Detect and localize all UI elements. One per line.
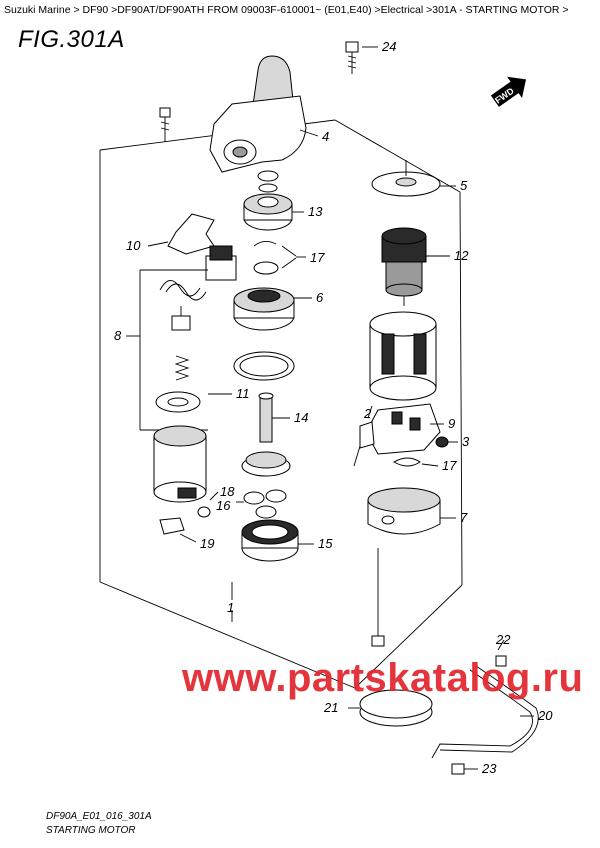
part-2-brush[interactable] bbox=[353, 405, 375, 467]
breadcrumb: Suzuki Marine > DF90 >DF90AT/DF90ATH FRO… bbox=[4, 4, 569, 16]
part-11-gasket[interactable] bbox=[155, 351, 295, 413]
callout-4: 4 bbox=[322, 129, 329, 144]
callout-21: 21 bbox=[323, 700, 338, 715]
callout-5: 5 bbox=[460, 178, 468, 193]
part-20-strap[interactable] bbox=[431, 665, 539, 759]
part-24-bolt[interactable] bbox=[345, 41, 378, 74]
callout-15: 15 bbox=[318, 536, 333, 551]
callout-3: 3 bbox=[462, 434, 470, 449]
figure-title: FIG.301A bbox=[18, 26, 125, 53]
part-17-clips[interactable] bbox=[253, 241, 306, 275]
callout-19: 19 bbox=[200, 536, 214, 551]
part-19-clamp[interactable] bbox=[159, 517, 197, 543]
part-23-bolt[interactable] bbox=[451, 763, 478, 775]
callout-14: 14 bbox=[294, 410, 308, 425]
callout-1: 1 bbox=[227, 600, 234, 615]
callout-10: 10 bbox=[126, 238, 141, 253]
callout-18: 18 bbox=[220, 484, 235, 499]
part-5-plate[interactable] bbox=[371, 160, 456, 197]
part-22-bolt[interactable] bbox=[495, 639, 507, 667]
callout-7: 7 bbox=[460, 510, 468, 525]
part-17-clip-lower[interactable] bbox=[392, 457, 439, 467]
callout-23: 23 bbox=[481, 761, 497, 776]
part-4-bolt[interactable] bbox=[159, 107, 171, 142]
part-9-brush-holder[interactable] bbox=[365, 403, 444, 455]
part-4-housing[interactable] bbox=[209, 55, 319, 173]
callout-16: 16 bbox=[216, 498, 231, 513]
callout-17a: 17 bbox=[310, 250, 325, 265]
yoke-field-frame[interactable] bbox=[369, 311, 437, 401]
diagram-code: DF90A_E01_016_301A bbox=[46, 811, 152, 822]
watermark: www.partskatalog.ru bbox=[182, 656, 584, 700]
part-21-band-ring[interactable] bbox=[348, 689, 433, 727]
diagram-name: STARTING MOTOR bbox=[46, 825, 136, 836]
part-18-seal[interactable] bbox=[197, 491, 219, 518]
part-3-nut[interactable] bbox=[435, 436, 458, 448]
part-14-drive-shaft[interactable] bbox=[241, 392, 291, 477]
callout-20: 20 bbox=[537, 708, 553, 723]
callout-24: 24 bbox=[381, 39, 396, 54]
part-6-gear-housing[interactable] bbox=[233, 287, 312, 331]
callout-9: 9 bbox=[448, 416, 455, 431]
solenoid-body[interactable] bbox=[153, 425, 207, 503]
fwd-arrow-icon: FWD bbox=[490, 76, 527, 107]
part-13-pinion[interactable] bbox=[243, 193, 304, 231]
through-bolt[interactable] bbox=[371, 548, 385, 647]
callout-22: 22 bbox=[495, 632, 511, 647]
washers-upper[interactable] bbox=[257, 170, 279, 193]
callout-2: 2 bbox=[363, 406, 372, 421]
callout-11: 11 bbox=[236, 386, 250, 401]
callout-17b: 17 bbox=[442, 458, 457, 473]
callout-8: 8 bbox=[114, 328, 122, 343]
part-16-planet-gears[interactable] bbox=[236, 489, 287, 519]
part-12-armature[interactable] bbox=[381, 227, 450, 306]
callout-12: 12 bbox=[454, 248, 469, 263]
part-10-lever[interactable] bbox=[147, 213, 215, 255]
part-7-end-cover[interactable] bbox=[367, 487, 456, 535]
part-15-internal-gear[interactable] bbox=[241, 519, 314, 562]
callout-6: 6 bbox=[316, 290, 324, 305]
callout-13: 13 bbox=[308, 204, 323, 219]
